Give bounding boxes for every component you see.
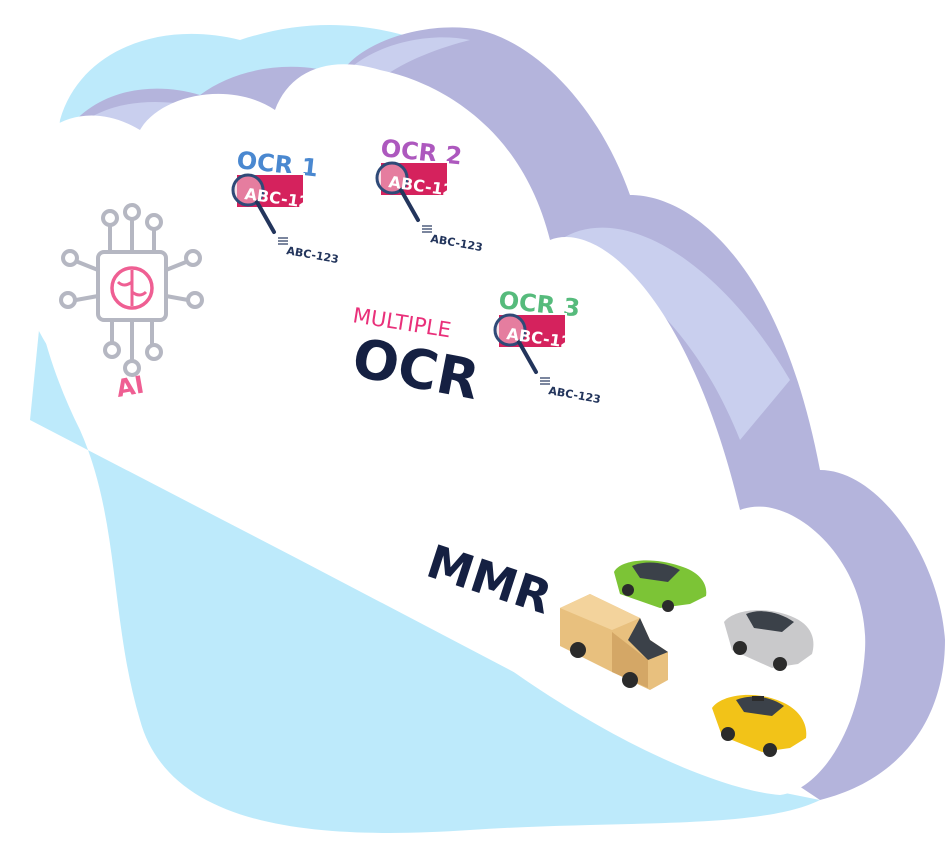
ai-chip-icon <box>59 203 204 377</box>
ai-label: AI <box>114 371 146 403</box>
cloud-shadow <box>27 25 820 833</box>
cloud-face <box>14 64 866 796</box>
brain-icon <box>110 266 154 310</box>
green-car-icon <box>614 560 707 612</box>
van-icon <box>560 594 668 690</box>
taxi-icon <box>712 694 807 757</box>
silver-car-icon <box>724 610 814 671</box>
